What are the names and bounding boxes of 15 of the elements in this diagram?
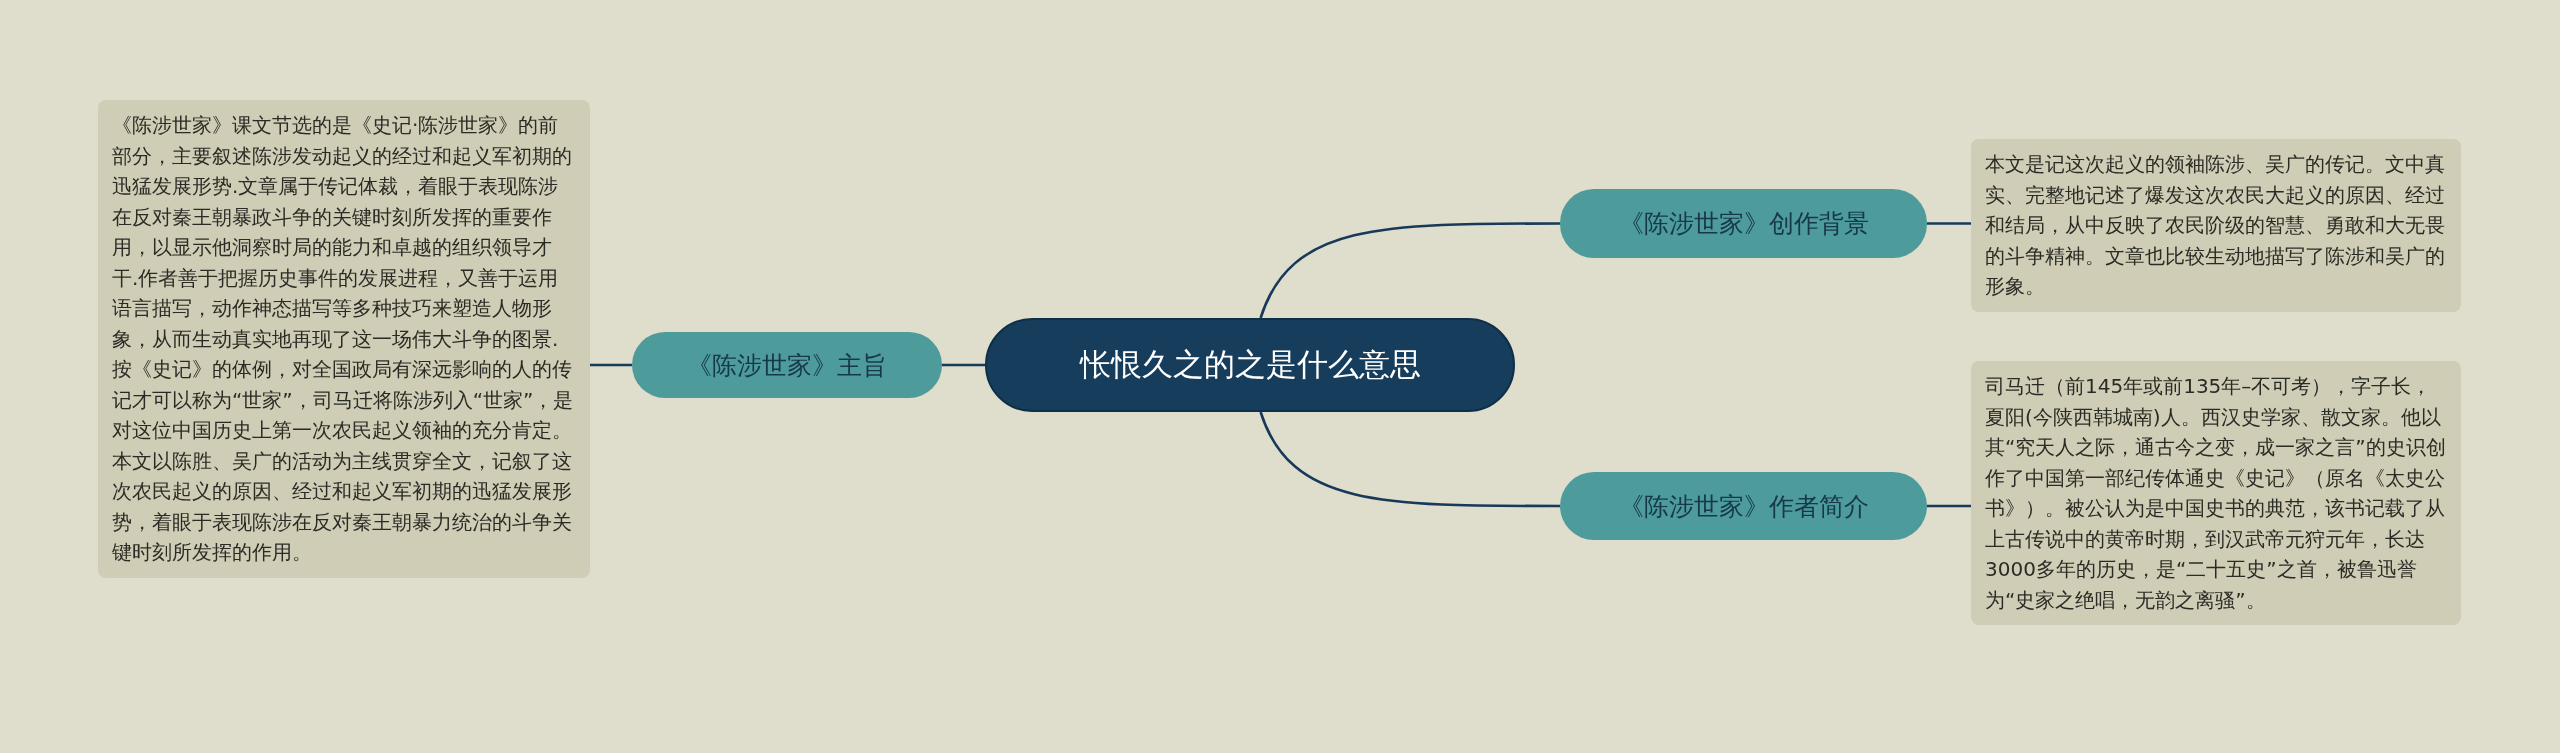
note-card — [1971, 361, 2461, 625]
note-text: 司马迁（前145年或前135年–不可考），字子长，夏阳(今陕西韩城南)人。西汉史学家、散文家。他以其“究天人之际，通古今之变，成一家之言”的史识创作了中国第一部纪传体通史《史记》（原名《太史公书》）。被公认为是中国史书的典范，该书记载了从上古传说中的黄帝时期，到汉武帝元狩元年，长达3000多年的历史，是“二十五史”之首，被鲁迅誉为“史家之绝唱，无韵之离骚”。 — [1985, 374, 2446, 612]
connector-line — [1259, 411, 1560, 508]
note-card — [1971, 139, 2461, 312]
connector-line — [1927, 222, 1971, 225]
connector-line — [1259, 222, 1560, 319]
connector-line — [942, 363, 985, 367]
connector-line — [1927, 504, 1971, 508]
branch-label: 《陈涉世家》创作背景 — [1618, 208, 1869, 240]
note-text: 本文是记这次起义的领袖陈涉、吴广的传记。文中真实、完整地记述了爆发这次农民大起义的原因、经过和结局，从中反映了农民阶级的智慧、勇敢和大无畏的斗争精神。文章也比较生动地描写了陈涉和吴广的形象。 — [1985, 152, 2445, 298]
connector-line — [590, 363, 632, 367]
topic-title: 怅恨久之的之是什么意思 — [1079, 345, 1421, 384]
branch-label: 《陈涉世家》主旨 — [687, 349, 887, 382]
branch-label: 《陈涉世家》作者简介 — [1618, 490, 1869, 523]
note-text: 《陈涉世家》课文节选的是《史记·陈涉世家》的前部分，主要叙述陈涉发动起义的经过和起义军初期的迅猛发展形势.文章属于传记体裁，着眼于表现陈涉在反对秦王朝暴政斗争的关键时刻所发挥的重要作用，以显示他洞察时局的能力和卓越的组织领导才干.作者善于把握历史事件的发展进程，又善于运用语言描写，动作神态描写等多种技巧来塑造人物形象，从而生动真实地再现了这一场伟大斗争的图景.按《史记》的体例，对全国政局有深远影响的人的传记才可以称为“世家”，司马迁将陈涉列入“世家”，是对这位中国历史上第一次农民起义领袖的充分肯定。本文以陈胜、吴广的活动为主线贯穿全文，记叙了这次农民起义的原因、经过和起义军初期的迅猛发展形势，着眼于表现陈涉在反对秦王朝暴力统治的斗争关键时刻所发挥的作用。 — [112, 113, 574, 564]
